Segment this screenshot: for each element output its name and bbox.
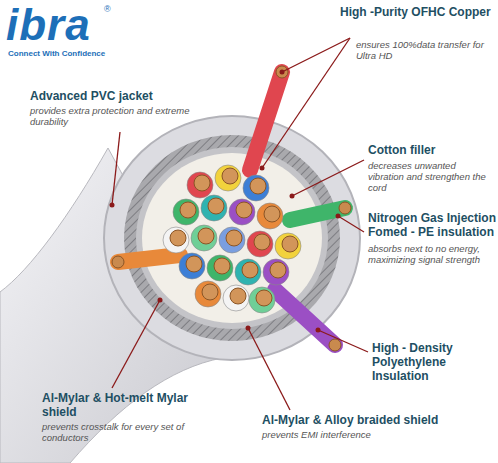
part-description: ensures 100%data transfer for Ultra HD [356,40,486,62]
part-name: High - Density Polyethylene Insulation [372,342,496,383]
part-description: provides extra protection and extreme du… [30,106,195,128]
part-name: Advanced PVC jacket [30,90,205,104]
tagline: Connect With Confidence [8,49,105,58]
part-name: Cotton filler [368,144,493,158]
part-name: High -Purity OFHC Copper [340,6,496,20]
part-description: decreases unwanted vibration and strengt… [368,161,494,194]
part-description: prevents crosstalk for every set of cond… [42,422,207,444]
part-name: Nitrogen Gas Injection Fomed - PE insula… [368,212,496,240]
part-description: prevents EMI interference [262,430,462,441]
part-name: Al-Mylar & Alloy braided shield [262,414,492,428]
part-name: Al-Mylar & Hot-melt Mylar shield [42,392,207,420]
part-description: absorbs next to no energy, maximizing si… [368,244,496,266]
jacket-face [104,116,360,360]
logo: ibra [6,0,91,51]
registered-mark: ® [104,4,111,14]
